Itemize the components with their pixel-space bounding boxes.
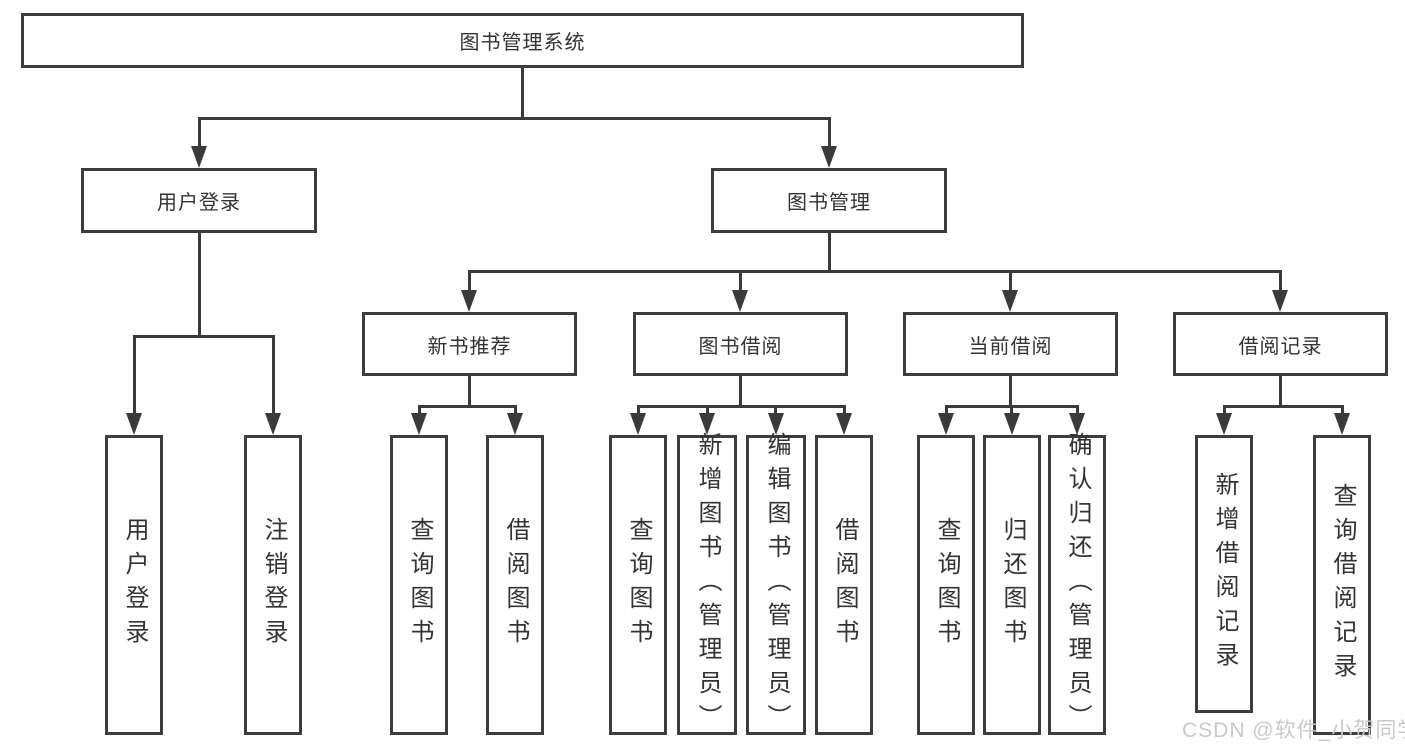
arrow-down-icon (126, 413, 142, 435)
connector-leaf-drop (514, 405, 517, 415)
csdn-watermark: CSDN @软件_小贺同学 (1182, 719, 1405, 742)
connector-leaf-drop (843, 405, 846, 415)
arrow-down-icon (265, 413, 281, 435)
connector-cb-stem (1009, 376, 1012, 405)
leaf-add-books-admin: 新增图书（管理员） (677, 432, 737, 738)
leaf-add-borrow-record: 新增借阅记录 (1195, 435, 1253, 713)
node-label: 新书推荐 (427, 335, 512, 358)
connector-level2-rail (198, 117, 831, 120)
node-new-book-recommendation: 新书推荐 (362, 312, 577, 376)
arrow-down-icon (836, 413, 852, 435)
leaf-return-books: 归还图书 (983, 435, 1041, 735)
leaf-query-books-current: 查询图书 (917, 435, 975, 735)
arrow-down-icon (630, 413, 646, 435)
connector-leaf-drop (706, 405, 709, 415)
node-book-borrowing: 图书借阅 (633, 312, 848, 376)
connector-user-login-stem (198, 233, 201, 335)
leaf-label: 编辑图书（管理员） (763, 432, 790, 738)
leaf-label: 借阅图书 (502, 517, 529, 653)
connector-book-mgmt-stem (828, 233, 831, 270)
connector-level3-drop (1279, 270, 1282, 292)
node-label: 图书管理 (787, 192, 871, 214)
arrow-down-icon (507, 413, 523, 435)
node-label: 借阅记录 (1238, 335, 1323, 358)
connector-book-mgmt-drop (828, 117, 831, 147)
connector-br-rail (1223, 405, 1344, 408)
arrow-down-icon (1334, 413, 1350, 435)
connector-leaf-drop (1223, 405, 1226, 415)
connector-leaf-drop (1076, 405, 1079, 415)
connector-bb-rail (637, 405, 846, 408)
node-current-borrowing: 当前借阅 (903, 312, 1118, 376)
arrow-down-icon (1004, 413, 1020, 435)
node-label: 图书借阅 (698, 335, 783, 358)
connector-bb-stem (739, 376, 742, 405)
connector-level3-drop (1009, 270, 1012, 292)
leaf-label: 查询图书 (406, 517, 433, 653)
leaf-query-borrow-record: 查询借阅记录 (1313, 435, 1371, 735)
connector-user-login-rail (133, 335, 275, 338)
connector-level3-drop (739, 270, 742, 292)
leaf-borrow-books: 借阅图书 (815, 435, 873, 735)
connector-leaf-drop (774, 405, 777, 415)
leaf-label: 注销登录 (260, 517, 287, 653)
connector-leaf-drop (418, 405, 421, 415)
connector-level3-drop (468, 270, 471, 292)
arrow-down-icon (699, 413, 715, 435)
arrow-down-icon (1069, 413, 1085, 435)
connector-leaf-drop (1341, 405, 1344, 415)
leaf-logout-login: 注销登录 (244, 435, 302, 735)
arrow-down-icon (1002, 290, 1018, 312)
connector-root-stem (521, 68, 524, 117)
leaf-label: 借阅图书 (831, 517, 858, 653)
connector-nbr-stem (468, 376, 471, 405)
leaf-user-login: 用户登录 (105, 435, 163, 735)
leaf-label: 归还图书 (999, 517, 1026, 653)
connector-leaf-drop (945, 405, 948, 415)
arrow-down-icon (1272, 290, 1288, 312)
leaf-query-books-recommend: 查询图书 (390, 435, 448, 735)
connector-leaf-drop (272, 335, 275, 414)
node-library-system: 图书管理系统 (21, 13, 1024, 68)
connector-br-stem (1279, 376, 1282, 405)
connector-level3-rail (468, 270, 1281, 273)
node-user-login: 用户登录 (81, 168, 317, 233)
leaf-query-books-borrowing: 查询图书 (609, 435, 667, 735)
arrow-down-icon (732, 290, 748, 312)
node-label: 用户登录 (157, 192, 241, 214)
leaf-label: 新增借阅记录 (1211, 472, 1238, 676)
connector-leaf-drop (637, 405, 640, 415)
leaf-label: 确认归还（管理员） (1064, 432, 1091, 738)
arrow-down-icon (191, 146, 207, 168)
arrow-down-icon (821, 146, 837, 168)
node-book-management: 图书管理 (711, 168, 947, 233)
leaf-edit-books-admin: 编辑图书（管理员） (746, 432, 806, 738)
arrow-down-icon (938, 413, 954, 435)
node-label: 图书管理系统 (459, 32, 586, 54)
connector-leaf-drop (1010, 405, 1013, 415)
leaf-label: 查询图书 (625, 517, 652, 653)
node-borrowing-records: 借阅记录 (1173, 312, 1388, 376)
arrow-down-icon (461, 290, 477, 312)
connector-nbr-rail (418, 405, 517, 408)
leaf-label: 查询图书 (933, 517, 960, 653)
leaf-label: 查询借阅记录 (1329, 483, 1356, 687)
arrow-down-icon (1216, 413, 1232, 435)
leaf-label: 新增图书（管理员） (694, 432, 721, 738)
connector-user-login-drop (198, 117, 201, 147)
leaf-borrow-books-recommend: 借阅图书 (486, 435, 544, 735)
arrow-down-icon (411, 413, 427, 435)
leaf-confirm-return-admin: 确认归还（管理员） (1048, 432, 1106, 738)
arrow-down-icon (768, 413, 784, 435)
connector-leaf-drop (133, 335, 136, 414)
node-label: 当前借阅 (968, 335, 1053, 358)
leaf-label: 用户登录 (121, 517, 148, 653)
